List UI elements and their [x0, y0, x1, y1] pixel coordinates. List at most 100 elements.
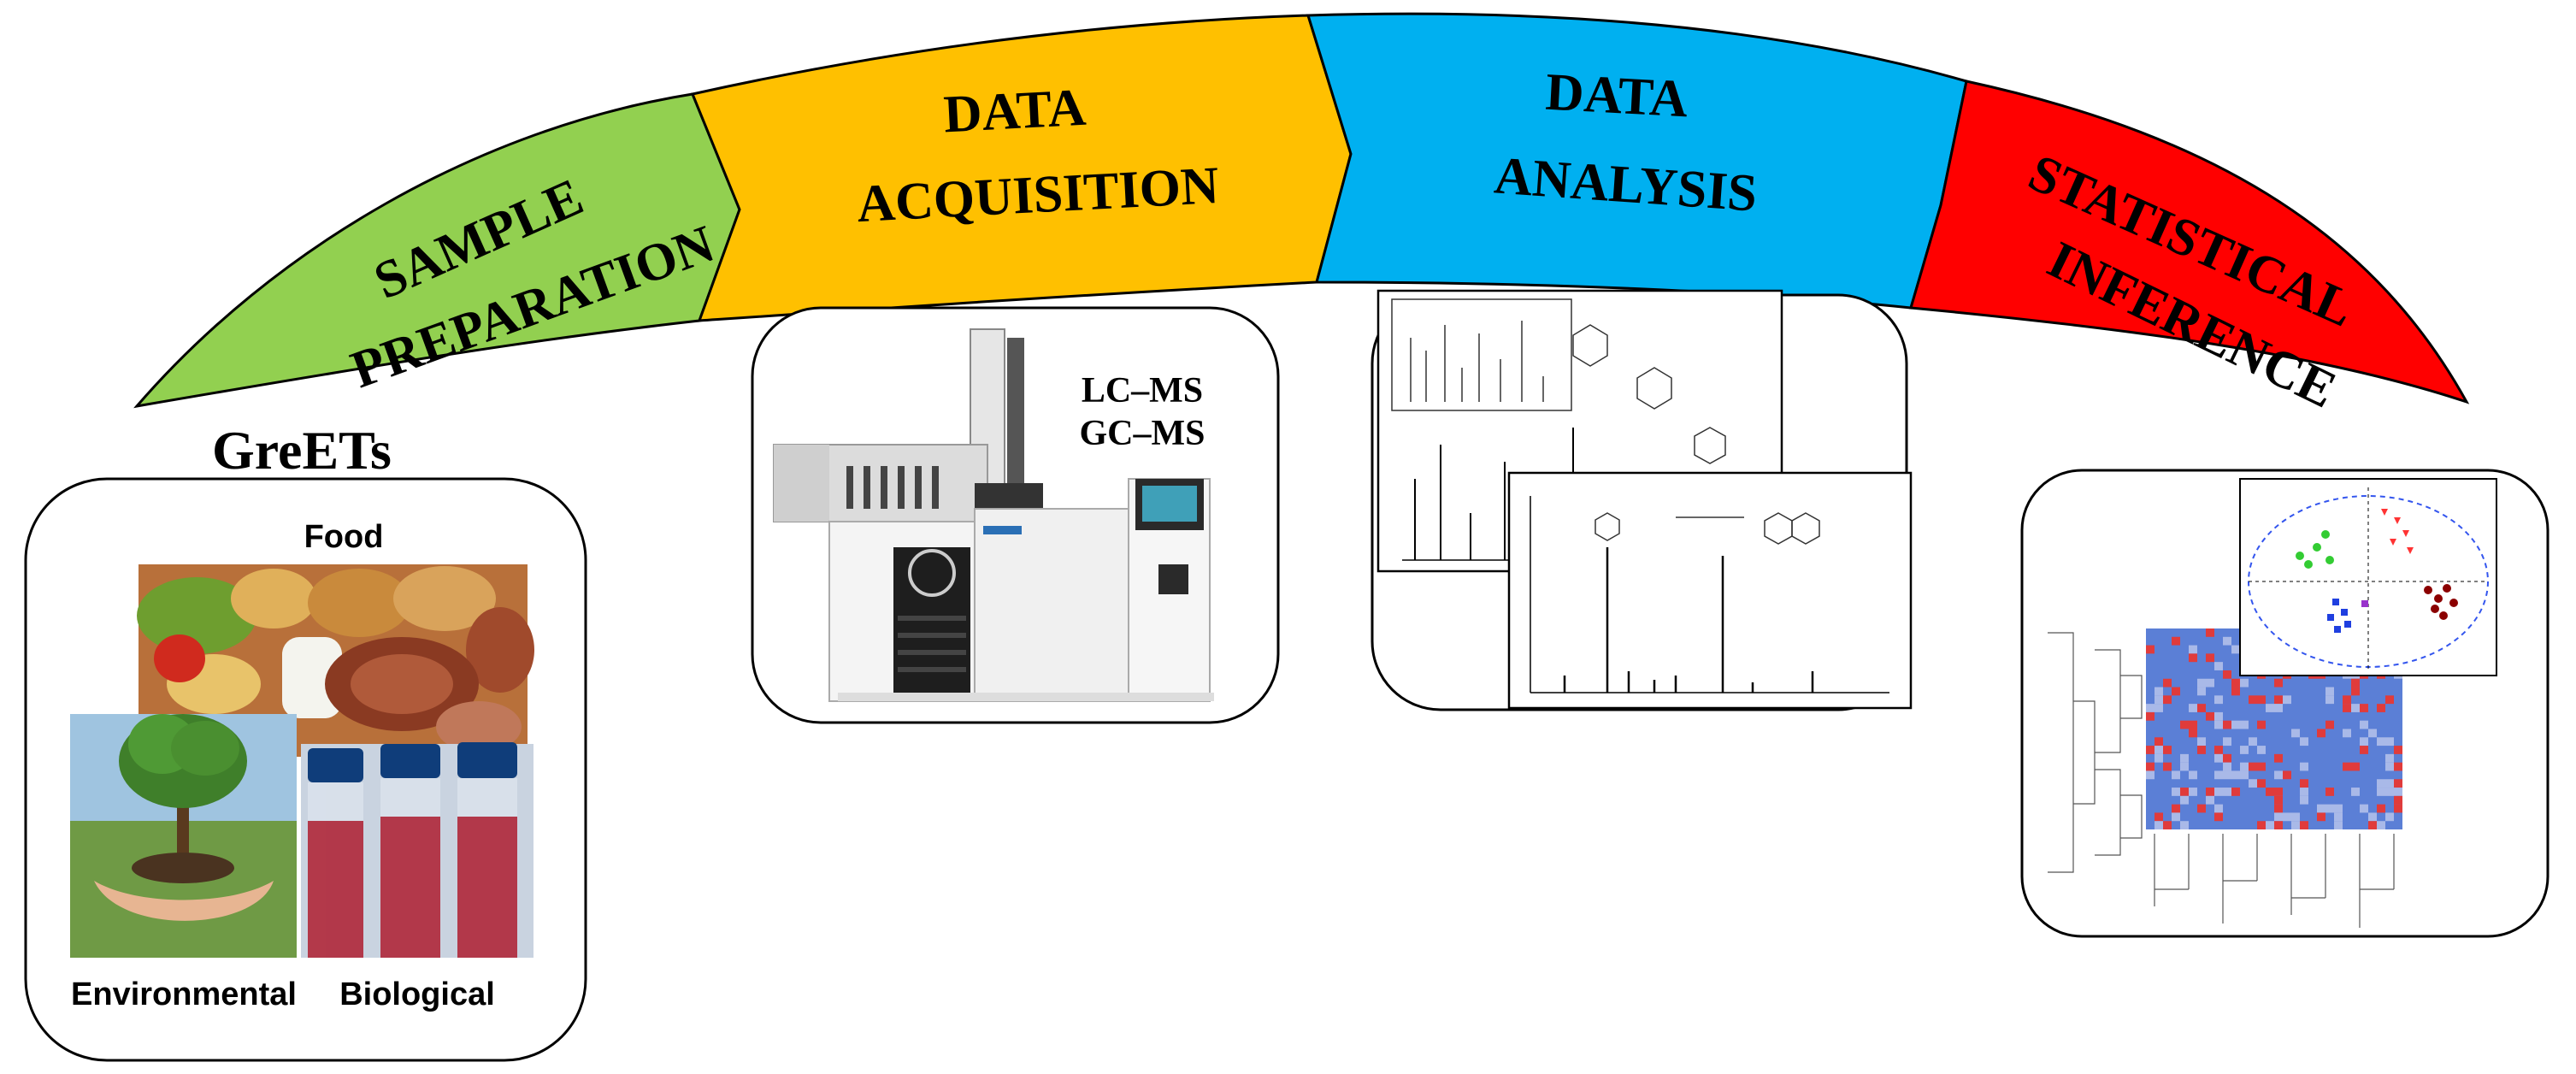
heatmap-cell: [2189, 704, 2197, 712]
heatmap-cell: [2385, 695, 2394, 705]
heatmap-cell: [2163, 678, 2172, 687]
heatmap-cell: [2240, 762, 2249, 771]
stage-label-analysis-line1: DATA: [1544, 63, 1689, 129]
heatmap-cell: [2266, 821, 2274, 829]
heatmap-cell: [2214, 753, 2223, 763]
heatmap-cell: [2283, 770, 2291, 780]
heatmap-cell: [2274, 795, 2283, 805]
heatmap-cell: [2325, 788, 2334, 796]
heatmap-cell: [2249, 695, 2257, 705]
heatmap-cell: [2385, 762, 2394, 771]
heatmap-cell: [2385, 753, 2394, 763]
analysis-box: [1371, 289, 1913, 711]
heatmap-cell: [2317, 729, 2325, 738]
heatmap-cell: [2274, 812, 2283, 822]
heatmap-cell: [2343, 704, 2351, 712]
heatmap-cell: [2249, 762, 2257, 771]
heatmap-cell: [2317, 804, 2325, 813]
heatmap-cell: [2266, 788, 2274, 796]
heatmap-cell: [2206, 795, 2214, 805]
heatmap-cell: [2206, 788, 2214, 796]
heatmap-cell: [2377, 737, 2385, 746]
heatmap-cell: [2325, 804, 2334, 813]
heatmap-cell: [2257, 746, 2266, 754]
heatmap-cell: [2240, 746, 2249, 754]
heatmap-cell: [2291, 821, 2300, 829]
heatmap-cell: [2249, 779, 2257, 788]
heatmap-cell: [2163, 821, 2172, 829]
heatmap-cell: [2180, 795, 2189, 805]
heatmap-cell: [2172, 687, 2180, 696]
heatmap-cell: [2394, 762, 2402, 771]
heatmap-cell: [2300, 821, 2308, 829]
heatmap-cell: [2266, 704, 2274, 712]
heatmap-cell: [2214, 746, 2223, 754]
heatmap-cell: [2291, 812, 2300, 822]
heatmap-cell: [2223, 770, 2231, 780]
heatmap-cell: [2172, 804, 2180, 813]
heatmap-cell: [2231, 788, 2240, 796]
heatmap-cell: [2257, 821, 2266, 829]
statistics-box: [2020, 469, 2549, 938]
heatmap-cell: [2146, 746, 2155, 754]
heatmap-cell: [2343, 729, 2351, 738]
heatmap-cell: [2223, 762, 2231, 771]
heatmap-cell: [2231, 770, 2240, 780]
heatmap-cell: [2214, 695, 2223, 705]
heatmap-cell: [2155, 695, 2163, 705]
heatmap-cell: [2155, 812, 2163, 822]
heatmap-cell: [2274, 695, 2283, 705]
heatmap-cell: [2394, 779, 2402, 788]
greets-label: GreETs: [212, 420, 392, 481]
heatmap-cell: [2146, 711, 2155, 721]
heatmap-cell: [2146, 704, 2155, 712]
heatmap-cell: [2214, 788, 2223, 796]
heatmap-cell: [2351, 788, 2360, 796]
sample-label-food: Food: [304, 519, 384, 555]
heatmap-cell: [2343, 762, 2351, 771]
heatmap-cell: [2146, 645, 2155, 654]
heatmap-cell: [2351, 704, 2360, 712]
heatmap-cell: [2368, 729, 2377, 738]
heatmap-cell: [2385, 788, 2394, 796]
heatmap-cell: [2197, 737, 2206, 746]
sample-box: Food: [24, 477, 587, 1062]
pca-scatter-illustration: [2239, 478, 2497, 676]
heatmap-cell: [2197, 804, 2206, 813]
heatmap-cell: [2300, 795, 2308, 805]
heatmap-cell: [2206, 711, 2214, 721]
heatmap-cell: [2189, 653, 2197, 663]
heatmap-cell: [2394, 804, 2402, 813]
heatmap-cell: [2197, 704, 2206, 712]
heatmap-cell: [2351, 678, 2360, 687]
heatmap-cell: [2180, 788, 2189, 796]
heatmap-cell: [2360, 804, 2368, 813]
heatmap-cell: [2377, 788, 2385, 796]
heatmap-cell: [2394, 788, 2402, 796]
heatmap-cell: [2334, 812, 2343, 822]
heatmap-cell: [2189, 720, 2197, 729]
instrument-label-gcms: GC–MS: [1080, 414, 1205, 453]
heatmap-cell: [2274, 704, 2283, 712]
heatmap-cell: [2394, 795, 2402, 805]
heatmap-cell: [2257, 762, 2266, 771]
heatmap-cell: [2360, 704, 2368, 712]
heatmap-cell: [2231, 678, 2240, 687]
heatmap-cell: [2240, 770, 2249, 780]
heatmap-cell: [2274, 770, 2283, 780]
heatmap-cell: [2206, 628, 2214, 637]
heatmap-cell: [2223, 636, 2231, 646]
heatmap-cell: [2189, 788, 2197, 796]
heatmap-cell: [2214, 812, 2223, 822]
heatmap-cell: [2206, 678, 2214, 687]
heatmap-cell: [2283, 695, 2291, 705]
heatmap-cell: [2394, 746, 2402, 754]
spectrum-card-front: [1507, 471, 1913, 710]
heatmap-cell: [2214, 720, 2223, 729]
heatmap-cell: [2155, 737, 2163, 746]
heatmap-cell: [2231, 687, 2240, 696]
biological-photo: [301, 742, 533, 958]
workflow-arc: [133, 12, 2470, 409]
heatmap-cell: [2197, 746, 2206, 754]
